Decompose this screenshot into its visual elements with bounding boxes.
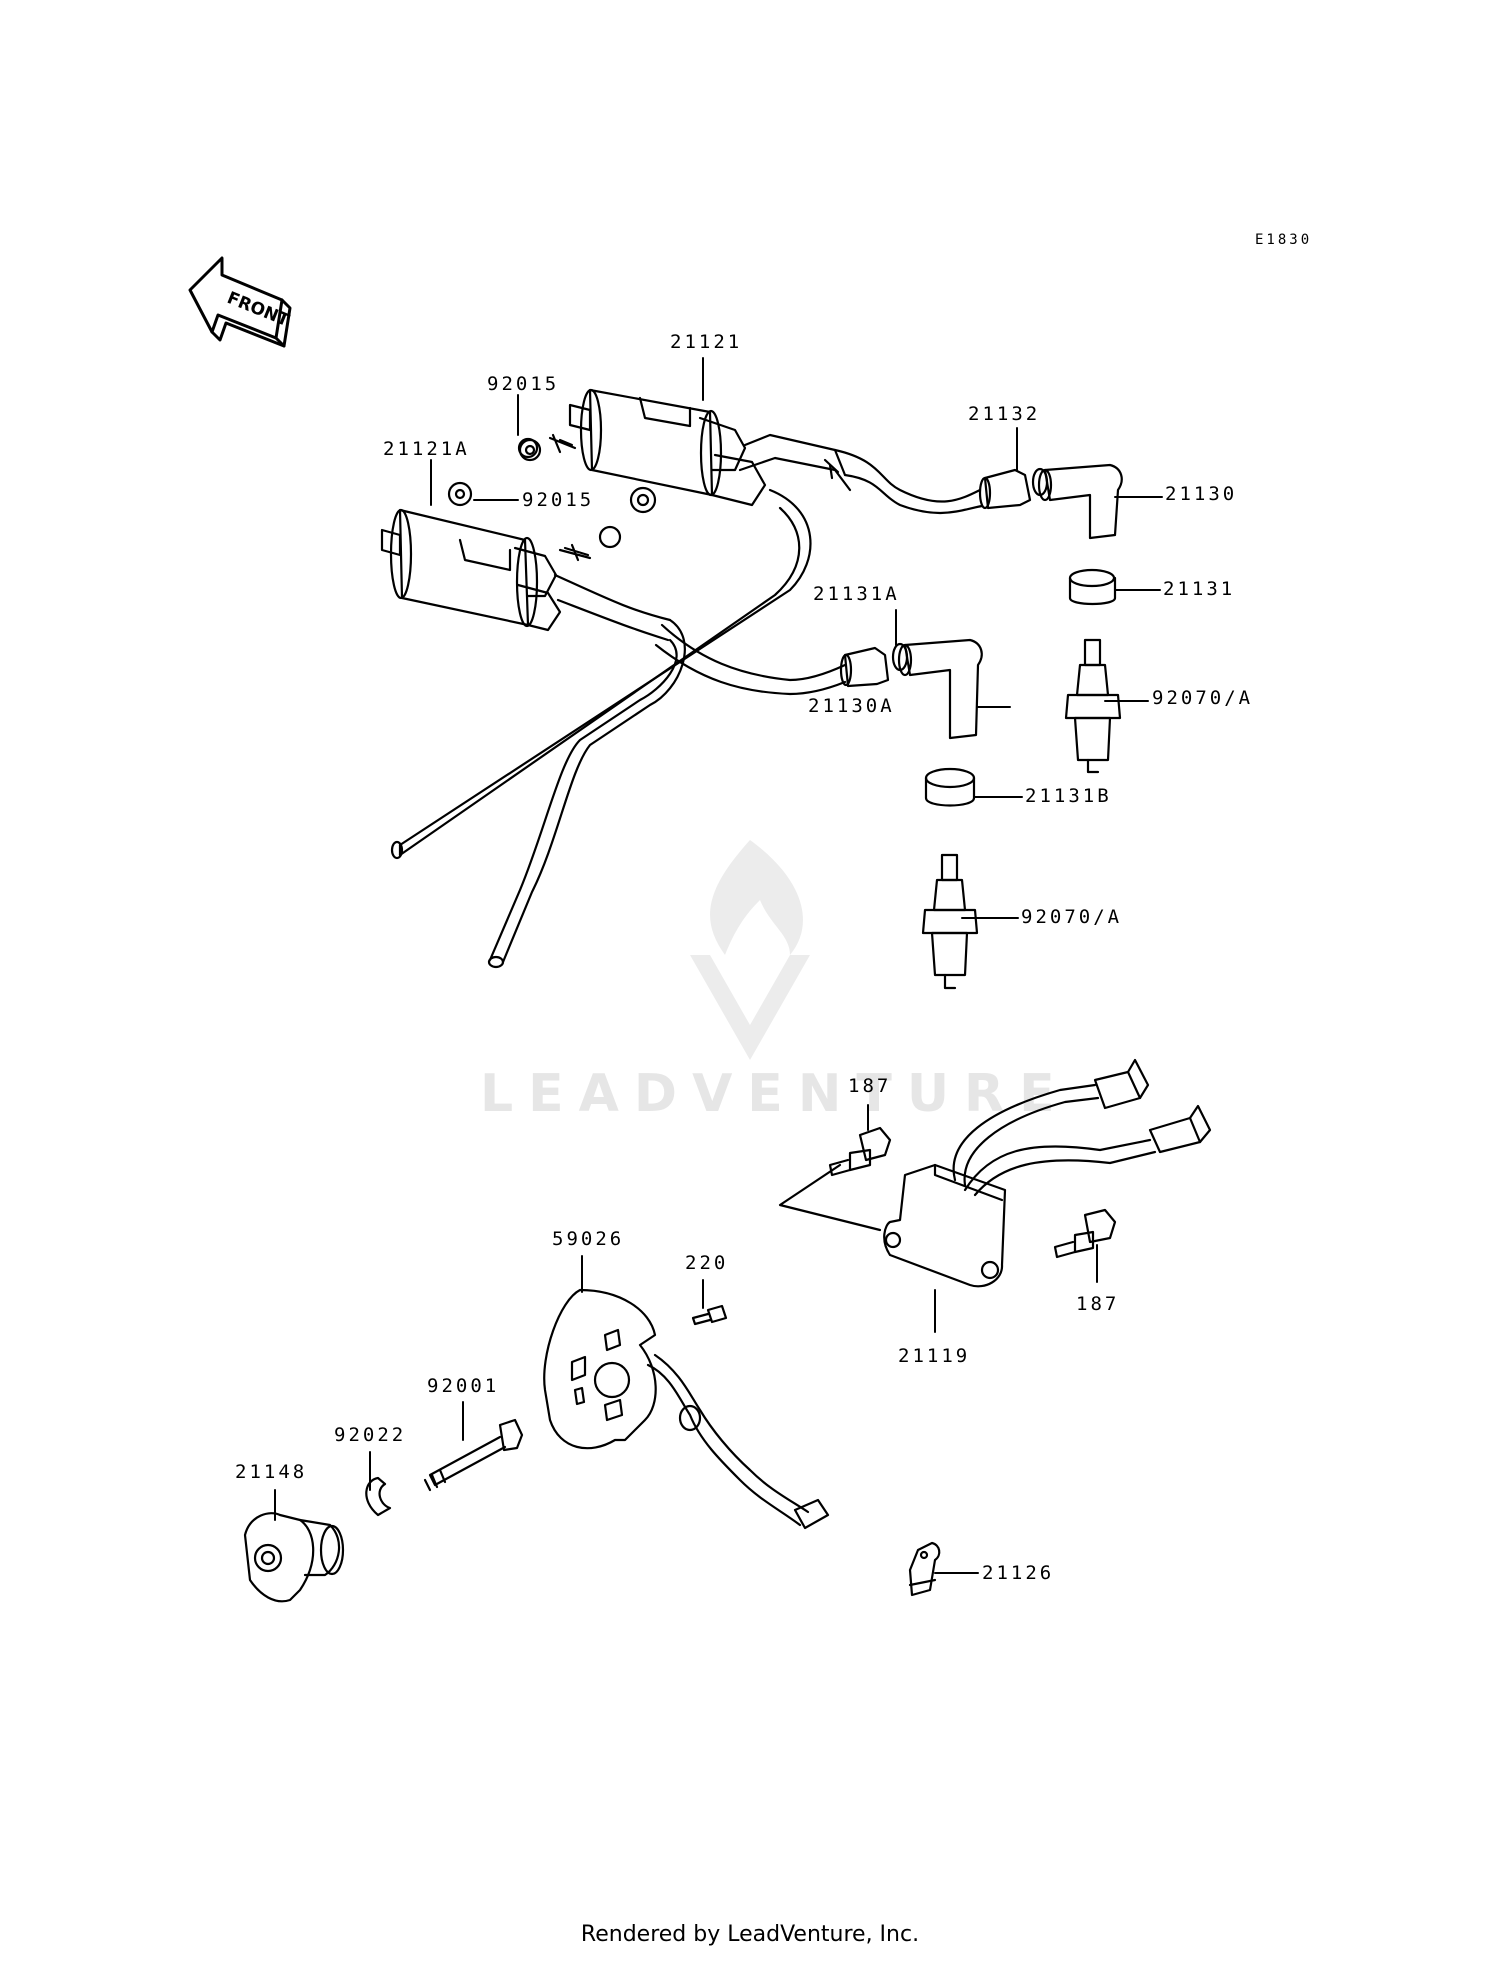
screw-220 <box>691 1304 728 1326</box>
primary-wire-long <box>398 488 812 847</box>
clamp-21126 <box>908 1541 941 1597</box>
plug-cap-21132 <box>978 467 1049 510</box>
callout-59026: 59026 <box>552 1228 625 1250</box>
spark-plug-92070A-right <box>1064 638 1122 774</box>
callout-21121: 21121 <box>670 331 743 353</box>
callout-21119: 21119 <box>898 1345 971 1367</box>
nut-92015-mid <box>447 481 473 507</box>
callout-21126: 21126 <box>982 1562 1055 1584</box>
callout-92070A-right: 92070/A <box>1152 687 1254 709</box>
callout-92015-mid: 92015 <box>522 489 595 511</box>
pickup-coil-59026 <box>543 1288 830 1530</box>
circlip-92022 <box>365 1476 392 1517</box>
callout-21132: 21132 <box>968 403 1041 425</box>
callout-21130A: 21130A <box>808 695 895 717</box>
spark-plug-92070A-lower <box>921 853 979 990</box>
callout-21121A: 21121A <box>383 438 470 460</box>
ignition-coil-21121 <box>517 388 852 507</box>
plug-cap-21130 <box>1037 463 1123 540</box>
callout-187-top: 187 <box>848 1075 892 1097</box>
callout-21131: 21131 <box>1163 578 1236 600</box>
watermark-brand: LEADVENTURE <box>480 1064 1070 1124</box>
ignition-coil-21121A <box>380 508 672 642</box>
hv-lead-upper <box>833 448 982 503</box>
ic-igniter-21119 <box>778 1058 1212 1288</box>
front-arrow-icon: FRONT <box>188 256 292 348</box>
footer-credit: Rendered by LeadVenture, Inc. <box>580 1922 920 1947</box>
diagram-code: E1830 <box>1255 232 1313 248</box>
timing-rotor-21148 <box>243 1512 345 1603</box>
bolt-187-right <box>1053 1208 1117 1259</box>
callout-92022: 92022 <box>334 1424 407 1446</box>
callout-92015-top: 92015 <box>487 373 560 395</box>
callout-21131A: 21131A <box>813 583 900 605</box>
bolt-92001 <box>423 1418 524 1492</box>
plug-cap-21130A <box>897 638 983 740</box>
seal-21131 <box>1068 568 1117 606</box>
bolt-187-upper <box>828 1126 892 1177</box>
nut-92015-upper <box>518 438 542 462</box>
leader-lines <box>274 357 1163 1574</box>
callout-21130: 21130 <box>1165 483 1238 505</box>
hv-lead-lower <box>660 623 847 682</box>
callout-220: 220 <box>685 1252 729 1274</box>
nut-92015-coil <box>629 486 657 514</box>
callout-21148: 21148 <box>235 1461 308 1483</box>
callout-92070A-lower: 92070/A <box>1021 906 1123 928</box>
seal-21131B <box>924 767 976 807</box>
callout-21131B: 21131B <box>1025 785 1112 807</box>
callout-187-right: 187 <box>1076 1293 1120 1315</box>
plug-cap-21131A <box>839 642 909 688</box>
callout-92001: 92001 <box>427 1375 500 1397</box>
